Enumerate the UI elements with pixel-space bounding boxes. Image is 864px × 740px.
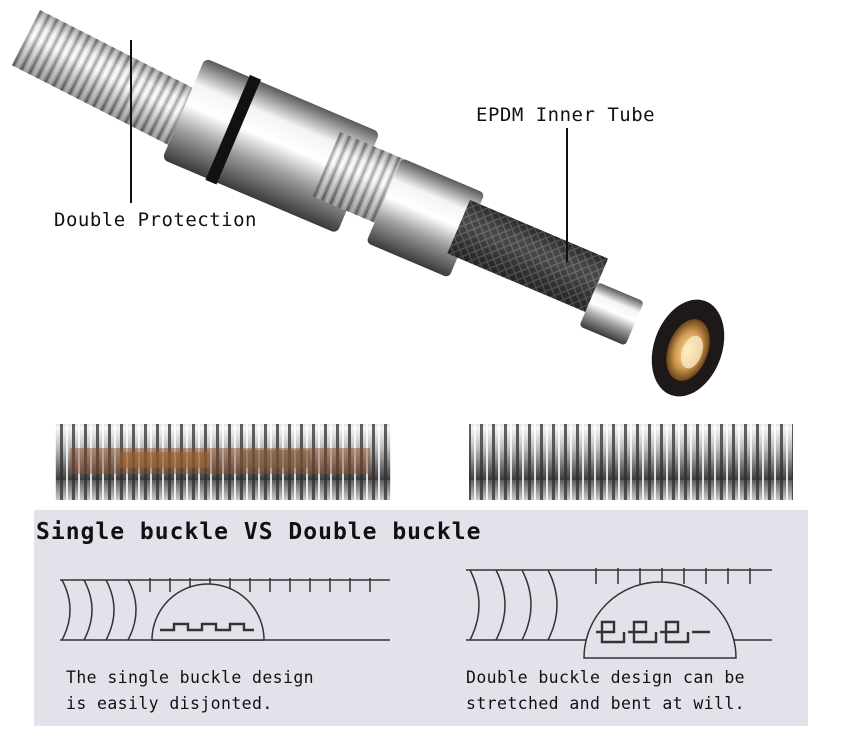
single-buckle-caption: The single buckle design is easily disjo…	[66, 668, 315, 713]
chrome-ferrule	[580, 283, 643, 345]
double-buckle-caption: Double buckle design can be stretched an…	[466, 668, 746, 713]
ribbed-joint	[312, 132, 405, 224]
washer	[651, 299, 725, 397]
rusty-hose-sample	[55, 424, 391, 500]
comparison-heading: Single buckle VS Double buckle	[36, 519, 482, 545]
epdm-inner-tube-label: EPDM Inner Tube	[476, 104, 656, 126]
braided-inner-tube	[447, 200, 609, 312]
double-protection-label: Double Protection	[54, 209, 257, 231]
double-buckle-diagram	[466, 568, 772, 659]
clean-hose-sample	[469, 424, 793, 500]
single-buckle-diagram	[60, 578, 390, 641]
ribbed-hose	[11, 10, 228, 161]
hose-assembly-photo	[11, 10, 725, 397]
